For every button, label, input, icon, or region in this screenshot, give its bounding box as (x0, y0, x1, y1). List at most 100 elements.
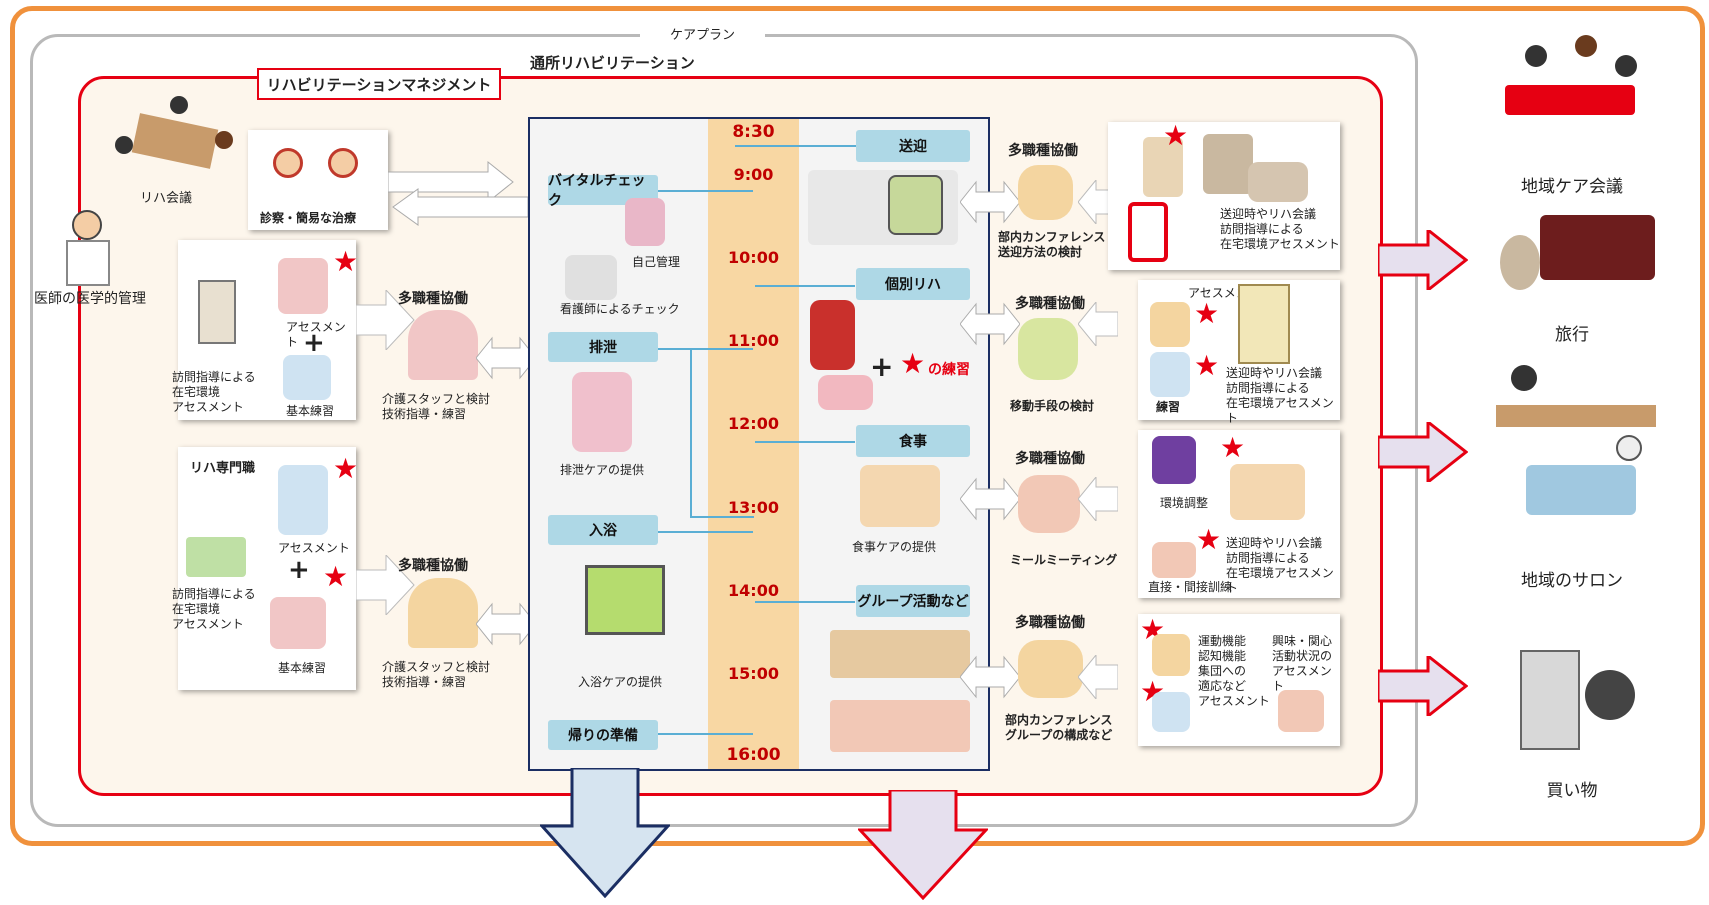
multi-role-label-6: 多職種協働 (1015, 615, 1085, 631)
time-label: 16:00 (726, 745, 781, 765)
diagnosis-label: 診察・簡易な治療 (260, 211, 357, 225)
home-assessment-card-2: リハ専門職 ★ アセスメント 訪問指導による在宅環境アセスメント + ★ 基本練… (172, 447, 359, 690)
floor-practice-illustration (818, 375, 873, 410)
community-meeting-illustration (1475, 25, 1665, 165)
community-label-meeting: 地域ケア会議 (1521, 177, 1623, 197)
star-icon: ★ (333, 452, 359, 485)
time-label: 14:00 (728, 581, 779, 600)
excretion-illustration (572, 372, 632, 452)
plus-icon: + (303, 328, 325, 358)
environment-adjust-label: 環境調整 (1160, 496, 1209, 510)
bed-illustration (1248, 162, 1308, 202)
dining-illustration (1230, 464, 1305, 520)
conference-pickup-text: 部内カンファレンス送迎方法の検討 (998, 230, 1106, 259)
time-label: 15:00 (728, 664, 779, 683)
tag-excretion: 排泄 (548, 332, 658, 362)
practice-illustration (283, 355, 331, 400)
plus-icon: + (870, 350, 894, 383)
time-label: 9:00 (733, 165, 774, 184)
bidirectional-arrow-icon (476, 602, 536, 646)
travel-illustration (1490, 205, 1660, 300)
salon-illustration (1486, 355, 1666, 550)
star-icon: ★ (1163, 119, 1189, 152)
connector-line (690, 516, 754, 518)
practice-illustration-2 (270, 597, 326, 649)
assessment-figure (1150, 302, 1190, 347)
down-arrow-blue-icon (540, 768, 670, 898)
time-label: 11:00 (728, 331, 779, 350)
rehab-meeting-illustration (110, 96, 240, 186)
time-label: 10:00 (728, 248, 779, 267)
interest-assessment-figure (1278, 690, 1324, 732)
star-icon: ★ (1194, 297, 1220, 330)
box2-text: 送迎時やリハ会議訪問指導による在宅環境アセスメント (1226, 366, 1334, 425)
care-staff-text-1: 介護スタッフと検討技術指導・練習 (382, 392, 491, 421)
arrow-community-2 (1378, 422, 1468, 482)
arrow-left-icon (1078, 477, 1118, 521)
walker-illustration (1128, 202, 1168, 262)
hallway-illustration (1238, 284, 1290, 364)
connector-line (755, 441, 855, 443)
wheelchair-env-illustration (1152, 436, 1196, 484)
swallow-training-illustration (1152, 542, 1196, 578)
box1-text: 送迎時やリハ会議訪問指導による在宅環境アセスメント (1220, 207, 1340, 251)
diagnosis-arrows (388, 160, 528, 226)
outer-frame (10, 6, 1705, 846)
home-visit-text-1: 訪問指導による在宅環境アセスメント (172, 370, 256, 414)
assessment-box-3: ★ 環境調整 ★ 直接・間接訓練 送迎時やリハ会議訪問指導による在宅環境アセスメ… (1138, 430, 1340, 598)
bidirectional-arrow-icon (960, 302, 1020, 346)
conference-illustration (1018, 165, 1073, 220)
star-icon: ★ (1194, 349, 1220, 382)
stairs-illustration (1143, 137, 1183, 197)
doctor-management-label: 医師の医学的管理 (34, 291, 146, 307)
down-arrow-pink-icon (858, 790, 988, 900)
plus-icon: + (288, 555, 310, 585)
time-label: 8:30 (732, 122, 775, 142)
nurse-illustration (565, 255, 617, 300)
meal-illustration (860, 465, 940, 527)
time-strip (708, 119, 799, 769)
care-staff-illustration-1 (408, 310, 478, 380)
tag-meal: 食事 (856, 425, 970, 457)
care-staff-illustration-2 (408, 578, 478, 648)
assessment-label-2: アセスメント (278, 541, 350, 555)
motor-assessment-figure (1152, 634, 1190, 676)
bidirectional-arrow-icon (960, 477, 1020, 521)
assessment-box-2: アセスメント ★ ★ 練習 送迎時やリハ会議訪問指導による在宅環境アセスメント (1138, 280, 1340, 425)
door-illustration (198, 280, 236, 344)
box3-text: 送迎時やリハ会議訪問指導による在宅環境アセスメント (1226, 536, 1334, 595)
time-label: 13:00 (728, 498, 779, 517)
star-icon: ★ (1196, 523, 1222, 556)
group-activity-illustration-1 (830, 630, 970, 678)
shopping-illustration (1500, 610, 1645, 765)
bidirectional-arrow-icon (960, 655, 1020, 699)
connector-line (658, 190, 753, 192)
time-label: 12:00 (728, 414, 779, 433)
box2-practice-label: 練習 (1156, 400, 1181, 414)
care-plan-label: ケアプラン (640, 24, 766, 43)
doctor-illustration (58, 210, 118, 290)
care-staff-text-2: 介護スタッフと検討技術指導・練習 (382, 660, 491, 689)
star-icon: ★ (323, 560, 349, 593)
community-label-travel: 旅行 (1555, 325, 1589, 345)
excretion-care-label: 排泄ケアの提供 (560, 463, 645, 477)
tag-bathing: 入浴 (548, 515, 658, 545)
mobility-label: 移動手段の検討 (1010, 399, 1095, 413)
star-icon: ★ (333, 245, 359, 278)
multi-role-label-1: 多職種協働 (398, 291, 468, 307)
connector-line (690, 348, 692, 516)
arrow-right-icon (356, 290, 415, 350)
self-check-illustration (625, 198, 665, 246)
assessment-illustration (278, 258, 328, 314)
basic-practice-label-2: 基本練習 (278, 661, 327, 675)
assessment-box-4: ★ ★ 運動機能認知機能集団への適応などアセスメント 興味・関心活動状況のアセス… (1138, 614, 1340, 746)
box4-left-text: 運動機能認知機能集団への適応などアセスメント (1198, 634, 1270, 708)
home-assessment-card-1: 訪問指導による在宅環境アセスメント ★ アセスメント + 基本練習 (172, 240, 359, 420)
assessment-illustration-2 (278, 465, 328, 535)
multi-role-label-2: 多職種協働 (398, 558, 468, 574)
center-title: 通所リハビリテーション (530, 54, 695, 72)
meal-meeting-illustration (1018, 475, 1080, 533)
wheelchair-illustration (810, 300, 855, 370)
rehab-meeting-label: リハ会議 (140, 191, 193, 206)
tag-group-activity: グループ活動など (856, 585, 970, 617)
